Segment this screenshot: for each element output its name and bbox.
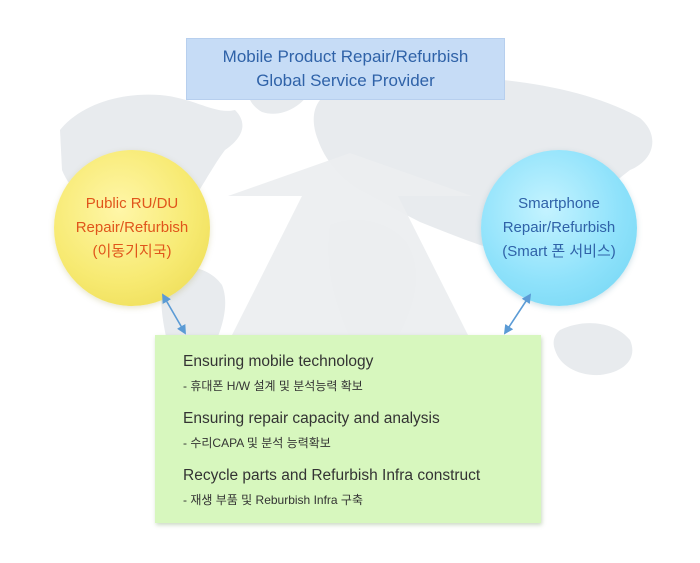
left-circle-line-1: Public RU/DU: [85, 195, 179, 212]
capability-subtitle: - 휴대폰 H/W 설계 및 분석능력 확보: [183, 379, 363, 393]
map-uk: [315, 114, 329, 136]
up-arrow-graphic: [228, 153, 472, 335]
left-circle-line-3: (이동기지국): [92, 243, 172, 260]
right-circle-line-3: (Smart 폰 서비스): [502, 243, 616, 260]
header-line-2: Global Service Provider: [256, 71, 435, 90]
right-circle-line-2: Repair/Refurbish: [502, 219, 616, 236]
capability-title: Ensuring repair capacity and analysis: [183, 410, 440, 427]
capability-subtitle: - 수리CAPA 및 분석 능력확보: [183, 436, 331, 450]
right-connector-arrow: [503, 293, 532, 335]
header-box: Mobile Product Repair/Refurbish Global S…: [186, 38, 505, 100]
right-circle-smartphone: Smartphone Repair/Refurbish (Smart 폰 서비스…: [481, 150, 637, 306]
capability-item: Ensuring repair capacity and analysis - …: [183, 409, 541, 451]
capabilities-box: Ensuring mobile technology - 휴대폰 H/W 설계 …: [155, 335, 541, 523]
capability-item: Recycle parts and Refurbish Infra constr…: [183, 466, 541, 508]
left-circle-line-2: Repair/Refurbish: [75, 219, 189, 236]
left-circle-public-ru-du: Public RU/DU Repair/Refurbish (이동기지국): [54, 150, 210, 306]
left-connector-arrow: [162, 293, 186, 335]
map-australia: [553, 323, 633, 376]
capability-title: Ensuring mobile technology: [183, 353, 374, 370]
right-circle-line-1: Smartphone: [518, 195, 600, 212]
capability-title: Recycle parts and Refurbish Infra constr…: [183, 467, 481, 484]
capability-subtitle: - 재생 부품 및 Reburbish Infra 구축: [183, 493, 363, 507]
capability-item: Ensuring mobile technology - 휴대폰 H/W 설계 …: [183, 352, 541, 394]
header-line-1: Mobile Product Repair/Refurbish: [222, 47, 469, 66]
